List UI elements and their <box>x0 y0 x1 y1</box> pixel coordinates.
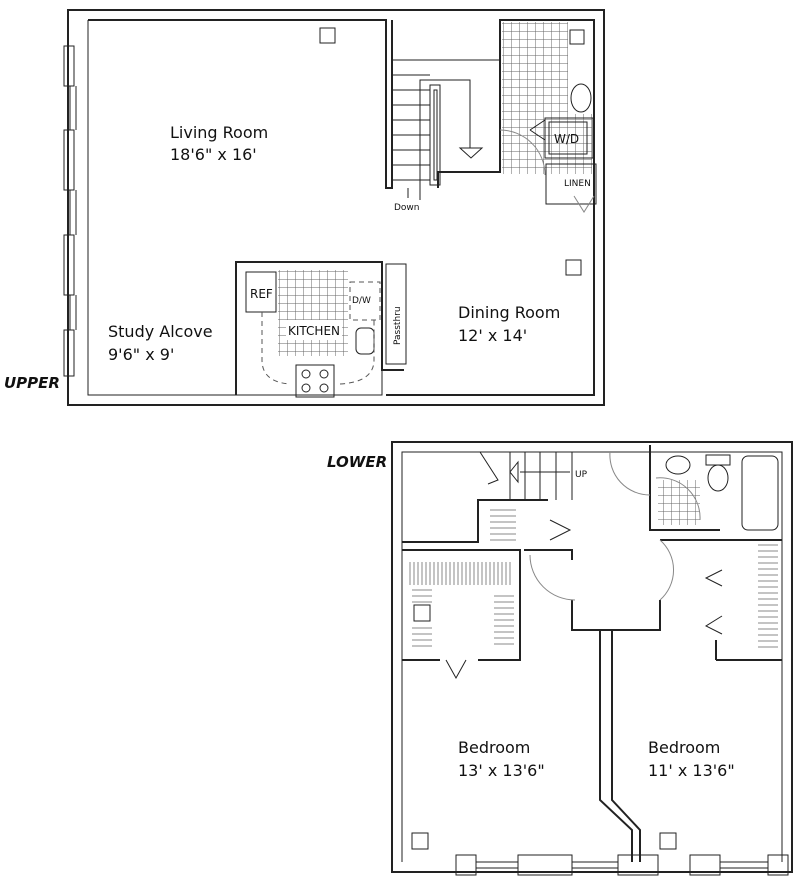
door-swing <box>529 554 576 601</box>
column <box>565 259 582 276</box>
kitchen-label: KITCHEN <box>288 324 340 338</box>
door-swing <box>609 451 651 496</box>
bedroom1-label: Bedroom <box>458 738 530 757</box>
column <box>319 27 336 44</box>
door-swing <box>659 539 674 601</box>
lower-level: UP <box>327 441 793 876</box>
arrow-down-icon <box>458 147 484 159</box>
dining-inner-wall <box>386 19 595 396</box>
upper-bath: W/D LINEN <box>499 22 597 213</box>
kitchen: REF D/W KITCHEN Passthru <box>235 261 407 398</box>
door-swing <box>499 129 546 176</box>
upper-level-label: UPPER <box>4 374 60 392</box>
toilet-tank <box>705 454 731 466</box>
closets <box>409 539 778 680</box>
stairs-up-label: UP <box>575 470 588 480</box>
linen-label: LINEN <box>564 179 591 189</box>
lower-outer-wall <box>391 441 793 873</box>
washer-dryer <box>548 121 588 155</box>
passthru <box>385 263 407 365</box>
upper-level: Down W/D LINEN REF D/W KITCHEN <box>4 9 605 406</box>
bedroom1-size: 13' x 13'6" <box>458 761 545 780</box>
bedroom2-label: Bedroom <box>648 738 720 757</box>
passthru-label: Passthru <box>393 306 403 345</box>
lower-level-label: LOWER <box>327 453 387 471</box>
door-swing <box>655 477 701 521</box>
dw-label: D/W <box>352 296 371 306</box>
linen-closet <box>545 163 597 205</box>
stairs-label: Down <box>394 203 420 213</box>
column <box>411 832 429 850</box>
stove <box>295 364 335 398</box>
wd-label: W/D <box>554 132 579 146</box>
stairs-down: Down <box>392 59 500 213</box>
dining-room-label: Dining Room <box>458 303 560 322</box>
living-inner-wall <box>88 19 393 189</box>
toilet-icon <box>570 83 592 113</box>
upper-outer-wall <box>67 9 605 406</box>
bedroom-divider-wall <box>599 630 633 862</box>
stairs-up: UP <box>479 451 588 541</box>
lower-bath <box>609 451 779 531</box>
sink-icon <box>355 327 375 355</box>
bedroom2-size: 11' x 13'6" <box>648 761 735 780</box>
windows-left <box>63 45 77 377</box>
windows-bottom <box>455 854 789 876</box>
study-alcove-label: Study Alcove <box>108 322 213 341</box>
column <box>659 832 677 850</box>
bathtub-icon <box>741 455 779 531</box>
sink-icon <box>665 455 691 475</box>
column <box>413 604 431 622</box>
study-alcove-size: 9'6" x 9' <box>108 345 174 364</box>
ref-label: REF <box>250 287 273 301</box>
dishwasher <box>349 281 381 321</box>
toilet-tank <box>569 29 585 45</box>
refrigerator <box>245 271 277 313</box>
living-room-label: Living Room <box>170 123 268 142</box>
dining-room-size: 12' x 14' <box>458 326 527 345</box>
toilet-icon <box>707 464 729 492</box>
living-room-size: 18'6" x 16' <box>170 145 257 164</box>
arrow-up-icon <box>509 460 570 484</box>
